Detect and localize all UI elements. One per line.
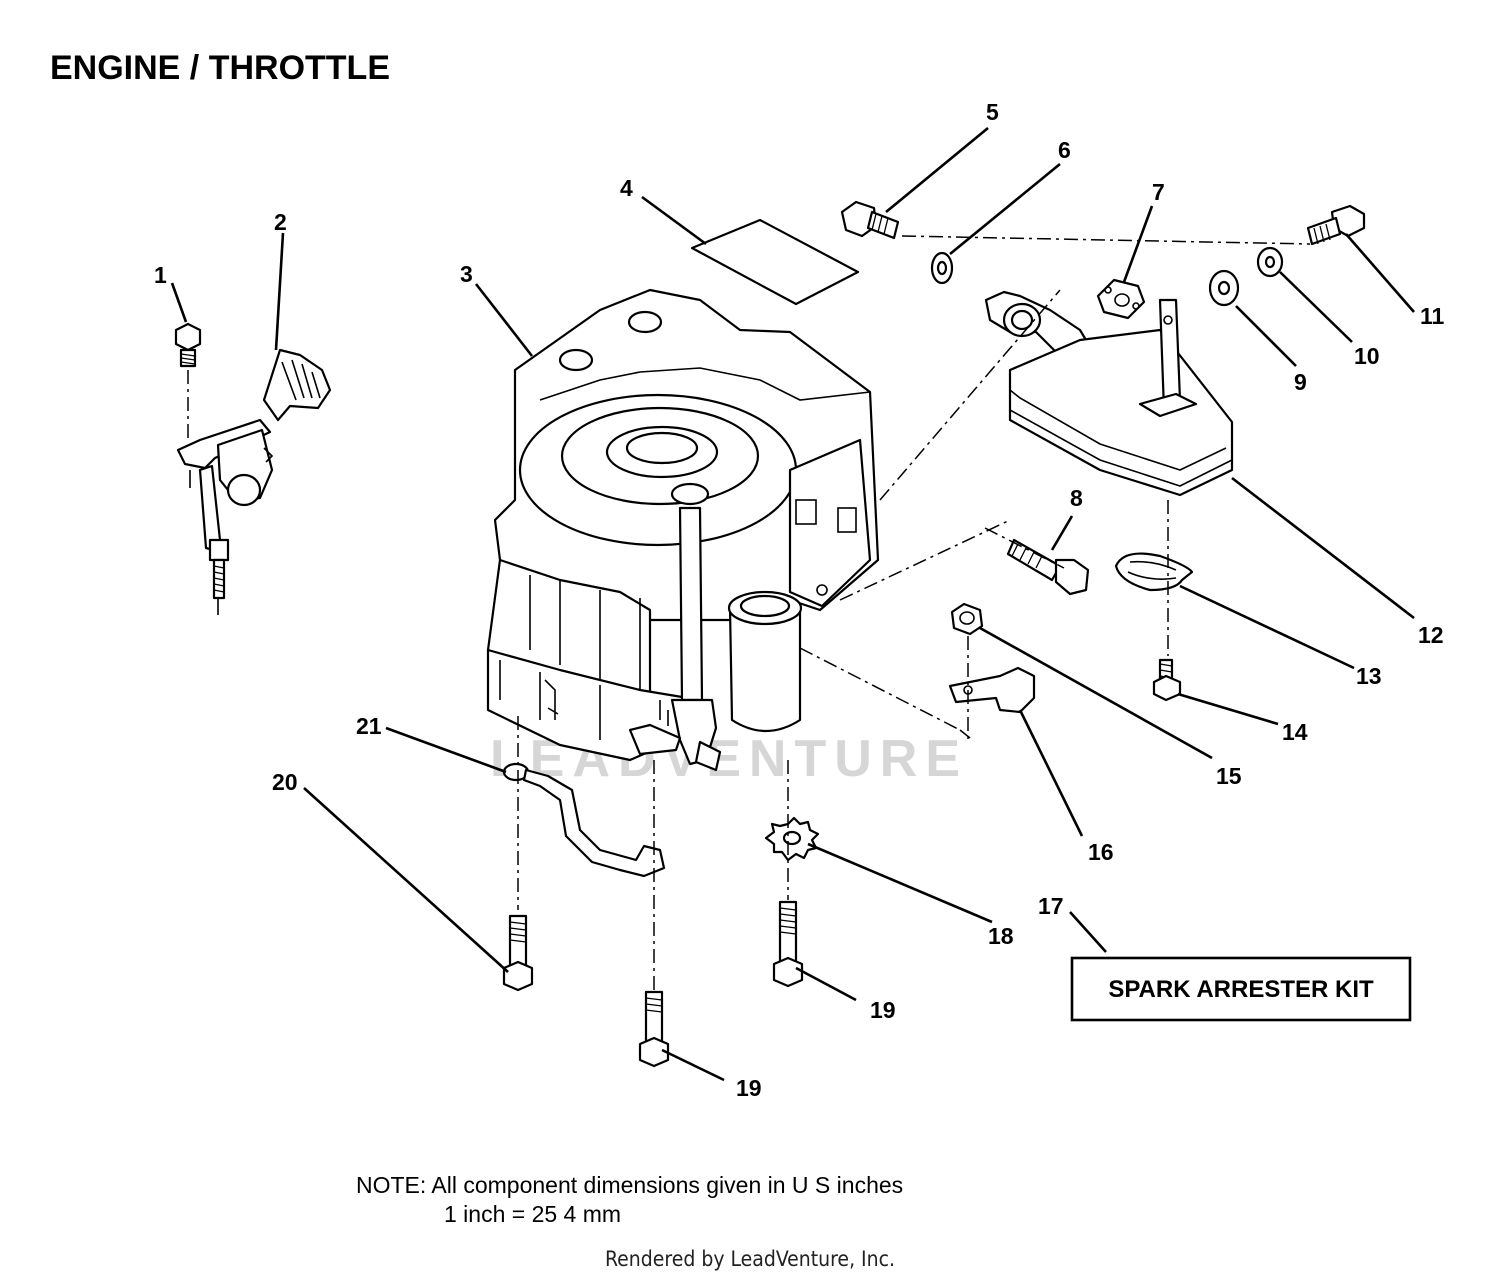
callout-6: 6: [1058, 137, 1071, 163]
callout-8: 8: [1070, 485, 1083, 511]
part-2-throttle-control: [176, 348, 332, 615]
callout-20: 20: [272, 769, 298, 795]
callout-3: 3: [460, 261, 473, 287]
part-11-bolt: [1306, 204, 1366, 246]
spark-arrester-kit-label: SPARK ARRESTER KIT: [1108, 976, 1374, 1003]
part-7-gasket: [1096, 278, 1146, 320]
callout-21: 21: [356, 713, 382, 739]
part-4-decal: [690, 218, 860, 306]
part-9-washer: [1208, 269, 1240, 307]
callout-labels: 1 2 3 4 5 6 7 8 9 10 11 12 13 14 15 16 1…: [154, 99, 1445, 1101]
callout-19-b: 19: [736, 1075, 762, 1101]
part-8-bolt: [1006, 538, 1090, 596]
part-19-bolt-b: [638, 990, 670, 1068]
callout-12: 12: [1418, 622, 1444, 648]
part-16-clamp: [948, 666, 1036, 714]
note-line-2: 1 inch = 25 4 mm: [444, 1201, 621, 1227]
callout-17: 17: [1038, 893, 1064, 919]
spark-arrester-kit-box: SPARK ARRESTER KIT: [1070, 956, 1412, 1022]
callout-5: 5: [986, 99, 999, 125]
part-3-engine: [486, 288, 880, 772]
part-19-bolt-a: [772, 900, 804, 988]
callout-15: 15: [1216, 763, 1242, 789]
callout-16: 16: [1088, 839, 1114, 865]
callout-10: 10: [1354, 343, 1380, 369]
part-5-bolt: [840, 200, 900, 240]
callout-13: 13: [1356, 663, 1382, 689]
part-1-bolt: [174, 322, 202, 368]
part-18-star-washer: [764, 816, 820, 862]
part-6-washer: [930, 251, 954, 285]
part-13-screen: [1114, 552, 1194, 592]
part-14-screw: [1152, 658, 1182, 702]
callout-4: 4: [620, 175, 633, 201]
callout-1: 1: [154, 262, 167, 288]
part-10-washer: [1256, 246, 1284, 278]
leader-lines: [170, 126, 1415, 1082]
part-12-muffler: [1008, 298, 1234, 497]
callout-19-a: 19: [870, 997, 896, 1023]
part-15-nut: [950, 602, 984, 636]
centerlines: [517, 235, 1311, 990]
callout-9: 9: [1294, 369, 1307, 395]
callout-7: 7: [1152, 179, 1165, 205]
callout-18: 18: [988, 923, 1014, 949]
diagram-title: ENGINE / THROTTLE: [50, 49, 390, 87]
part-20-bolt: [502, 914, 534, 992]
rendered-by-credit: Rendered by LeadVenture, Inc.: [605, 1247, 895, 1271]
callout-11: 11: [1420, 303, 1445, 329]
callout-14: 14: [1282, 719, 1308, 745]
part-21-rod: [502, 762, 666, 878]
note-line-1: NOTE: All component dimensions given in …: [356, 1172, 903, 1198]
callout-2: 2: [274, 209, 287, 235]
